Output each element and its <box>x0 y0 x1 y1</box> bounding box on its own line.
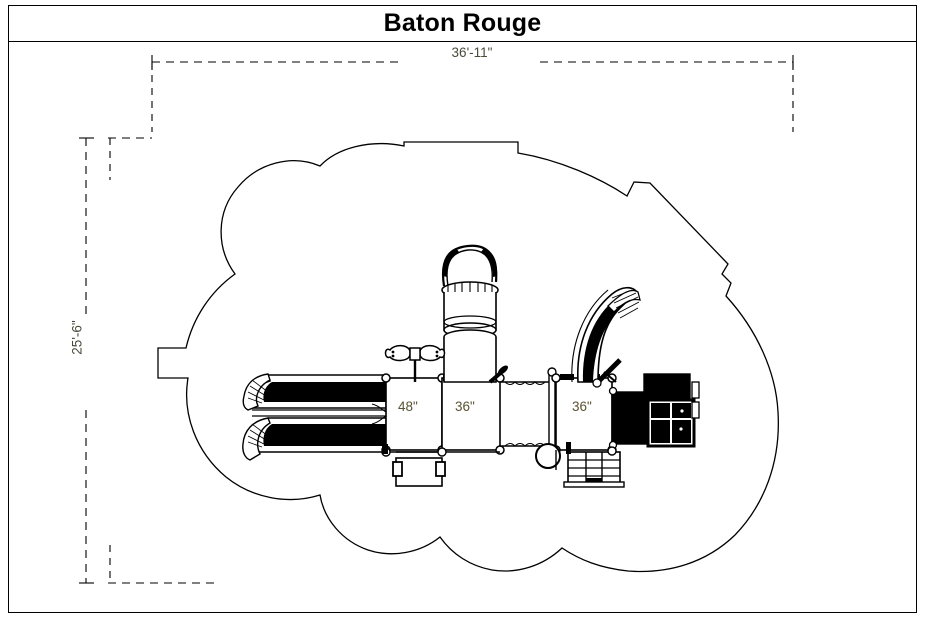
dimension-lines <box>79 55 794 584</box>
deck-36-right-platform <box>551 373 617 455</box>
deck-label-36-center: 36" <box>455 399 475 414</box>
butterfly-climber-panel <box>384 344 446 382</box>
drawing-border <box>8 5 917 613</box>
use-zone-boundary <box>157 141 779 573</box>
entry-stairs <box>563 442 625 488</box>
fire-pole <box>535 443 561 470</box>
post-icon <box>495 445 505 455</box>
deck-36-center-platform <box>441 373 505 455</box>
deck-barrier <box>560 374 574 380</box>
bridge-rail <box>548 373 556 453</box>
center-deck-handle <box>488 365 508 384</box>
right-curved-slide <box>571 286 641 383</box>
deck-label-48: 48" <box>398 399 418 414</box>
deck-label-36-right: 36" <box>572 399 592 414</box>
deck-spinner-handle <box>592 358 622 388</box>
stair-rail <box>566 442 571 454</box>
post-icon <box>381 373 391 383</box>
left-double-wave-slide <box>242 373 387 461</box>
center-spiral-tube-slide-tower <box>441 244 499 383</box>
overall-width-dimension-label: 36'-11" <box>451 45 493 60</box>
deck-48-platform <box>381 373 447 455</box>
title-bar: Baton Rouge <box>8 5 917 42</box>
transfer-station-platform <box>381 444 500 487</box>
post-icon <box>551 373 561 383</box>
page-title: Baton Rouge <box>383 8 542 37</box>
right-climbing-wall-panel <box>608 373 700 450</box>
